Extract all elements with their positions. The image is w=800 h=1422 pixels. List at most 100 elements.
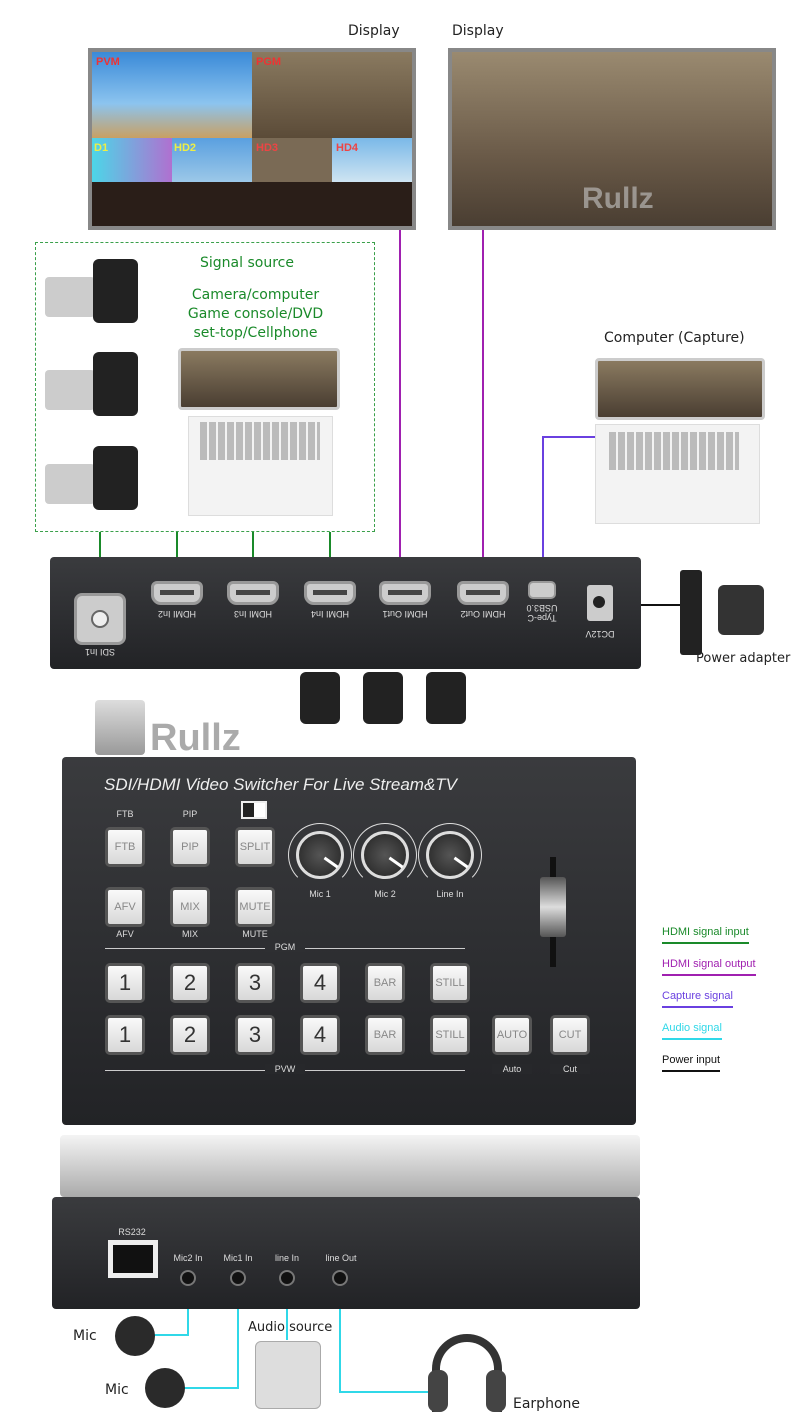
mic2-in-label: Mic2 In	[173, 1253, 203, 1263]
mic1-in-jack[interactable]	[230, 1270, 246, 1286]
mute-bottom-label: MUTE	[242, 929, 268, 939]
headphone-cup-icon	[486, 1370, 506, 1412]
hdmi-out1-label: HDMI Out1	[382, 609, 428, 619]
legend-audio: Audio signal	[662, 1022, 722, 1040]
power-adapter-icon	[718, 585, 764, 635]
legend-hdmi-input: HDMI signal input	[662, 926, 749, 944]
display-2-label: Display	[452, 23, 504, 39]
split-icon	[241, 801, 267, 819]
hdmi-in2-label: HDMI In2	[158, 609, 197, 619]
hdmi-out2-label: HDMI Out2	[460, 609, 506, 619]
tile-hd3-label: HD3	[256, 142, 279, 154]
camera-icon	[45, 255, 140, 327]
source-line: set-top/Cellphone	[193, 325, 318, 341]
signal-source-types: Camera/computer Game console/DVD set-top…	[183, 286, 328, 343]
afv-button[interactable]: AFV	[105, 887, 145, 927]
knob-icon	[300, 672, 340, 724]
pgm-button-3[interactable]: 3	[235, 963, 275, 1003]
mic1-knob-label: Mic 1	[309, 889, 331, 899]
hdmi-in4-label: HDMI In4	[311, 609, 350, 619]
pvw-bar-button[interactable]: BAR	[365, 1015, 405, 1055]
sdi-in1-port[interactable]	[74, 593, 126, 645]
auto-label: Auto	[492, 1064, 532, 1074]
earphone-label: Earphone	[513, 1396, 580, 1412]
type-c-label: Type-C USB3.0	[526, 603, 558, 623]
wire-mic1	[180, 1282, 239, 1389]
display-2-game: Rullz	[448, 48, 776, 230]
t-bar-fader[interactable]	[540, 877, 566, 937]
microphone-icon	[115, 1316, 155, 1356]
ftb-button[interactable]: FTB	[105, 827, 145, 867]
pvw-still-button[interactable]: STILL	[430, 1015, 470, 1055]
tile-pgm-label: PGM	[256, 56, 282, 68]
tile-pvm-label: PVM	[96, 56, 120, 68]
legend-power: Power input	[662, 1054, 721, 1072]
signal-source-box	[35, 242, 375, 532]
pip-button[interactable]: PIP	[170, 827, 210, 867]
display-watermark: Rullz	[582, 182, 654, 215]
watermark: Rullz	[150, 717, 241, 759]
pvw-button-4[interactable]: 4	[300, 1015, 340, 1055]
pvw-button-3[interactable]: 3	[235, 1015, 275, 1055]
dc12v-port[interactable]	[587, 585, 613, 621]
pgm-bar-button[interactable]: BAR	[365, 963, 405, 1003]
mic-1-label: Mic	[105, 1382, 129, 1398]
camera-icon	[45, 348, 140, 420]
capture-laptop-icon	[595, 358, 765, 526]
line-in-jack[interactable]	[279, 1270, 295, 1286]
back-panel: SDI In1 HDMI In2 HDMI In3 HDMI In4 HDMI …	[50, 557, 641, 669]
sdi-in1-label: SDI In1	[85, 647, 116, 657]
hdmi-in4-port[interactable]	[304, 581, 356, 605]
pvw-button-1[interactable]: 1	[105, 1015, 145, 1055]
camera-icon	[45, 442, 140, 514]
tile-d1-label: D1	[94, 142, 109, 154]
pgm-button-2[interactable]: 2	[170, 963, 210, 1003]
power-adapter-label: Power adapter	[696, 651, 791, 666]
ftb-top-label: FTB	[116, 809, 134, 819]
device-title: SDI/HDMI Video Switcher For Live Stream&…	[104, 775, 458, 794]
pvw-label: PVW	[265, 1064, 305, 1074]
rs232-port[interactable]	[108, 1240, 158, 1278]
line-in-knob-label: Line In	[436, 889, 464, 899]
hdmi-in2-port[interactable]	[151, 581, 203, 605]
hdmi-out2-port[interactable]	[457, 581, 509, 605]
pgm-button-4[interactable]: 4	[300, 963, 340, 1003]
rs232-label: RS232	[118, 1227, 146, 1237]
knob-icon	[426, 672, 466, 724]
mic1-knob[interactable]	[296, 831, 344, 879]
mute-button[interactable]: MUTE	[235, 887, 275, 927]
mic2-knob-label: Mic 2	[374, 889, 396, 899]
pgm-button-1[interactable]: 1	[105, 963, 145, 1003]
hdmi-in3-port[interactable]	[227, 581, 279, 605]
line-out-jack[interactable]	[332, 1270, 348, 1286]
mic-2-label: Mic	[73, 1328, 97, 1344]
auto-button[interactable]: AUTO	[492, 1015, 532, 1055]
wire-capture	[542, 436, 600, 592]
mic2-in-jack[interactable]	[180, 1270, 196, 1286]
device-side-view	[60, 1135, 640, 1197]
pgm-label: PGM	[265, 942, 305, 952]
mix-button[interactable]: MIX	[170, 887, 210, 927]
tile-hd4-label: HD4	[336, 142, 359, 154]
type-c-port[interactable]	[528, 581, 556, 599]
source-line: Game console/DVD	[187, 306, 324, 322]
line-in-knob[interactable]	[426, 831, 474, 879]
mic2-knob[interactable]	[361, 831, 409, 879]
hdmi-in3-label: HDMI In3	[234, 609, 273, 619]
pvw-button-2[interactable]: 2	[170, 1015, 210, 1055]
capture-computer-label: Computer (Capture)	[604, 330, 745, 346]
signal-source-title: Signal source	[200, 255, 294, 271]
headphone-cup-icon	[428, 1370, 448, 1412]
mix-bottom-label: MIX	[181, 929, 198, 939]
split-button[interactable]: SPLIT	[235, 827, 275, 867]
knob-icon	[363, 672, 403, 724]
legend-hdmi-output: HDMI signal output	[662, 958, 756, 976]
pgm-still-button[interactable]: STILL	[430, 963, 470, 1003]
tile-hd2-label: HD2	[174, 142, 197, 154]
bnc-connector-icon	[95, 700, 145, 755]
laptop-icon	[178, 348, 340, 516]
cut-button[interactable]: CUT	[550, 1015, 590, 1055]
hdmi-out1-port[interactable]	[379, 581, 431, 605]
bottom-panel: RS232 Mic2 In Mic1 In line In line Out	[52, 1197, 640, 1309]
legend-capture: Capture signal	[662, 990, 733, 1008]
